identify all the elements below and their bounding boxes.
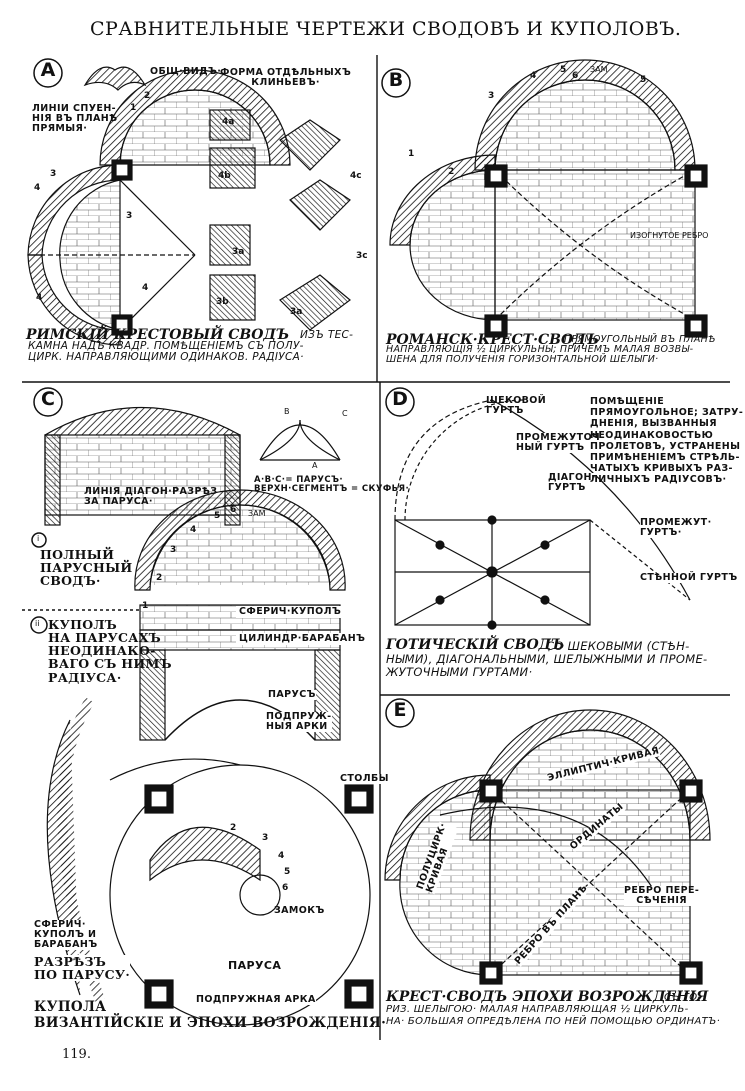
panel-c-pendentive-arch-label: ПОДПРУЖНАЯ АРКА <box>196 994 316 1005</box>
panel-a-stone-label: 3a <box>232 247 245 257</box>
panel-a-stone-label: 4a <box>222 117 235 127</box>
panel-c-pendentives-label: ПАРУСА <box>228 959 282 972</box>
panel-a-stone-label: 3c <box>356 251 368 261</box>
panel-a-number: 4 <box>142 283 149 293</box>
panel-a-stone-label: 3b <box>216 297 229 307</box>
panel-c-roman-i: i <box>37 534 40 543</box>
panel-c-number: 2 <box>230 823 237 833</box>
panel-c-number: 4 <box>190 525 197 535</box>
panel-c-pillars-label: СТОЛБЫ <box>340 773 389 784</box>
panel-b-caption-main: РОМАНСК·КРЕСТ·СВОДЪ <box>386 332 599 348</box>
panel-b-letter: B <box>388 69 404 91</box>
panel-a-number: 3 <box>126 211 133 221</box>
panel-c-caption-main: КУПОЛА ВИЗАНТІЙСКІЕ И ЭПОХИ ВОЗРОЖДЕНІЯ· <box>34 999 387 1031</box>
page-title: СРАВНИТЕЛЬНЫЕ ЧЕРТЕЖИ СВОДОВЪ И КУПОЛОВЪ… <box>90 18 682 40</box>
panel-c-abc-b: B <box>284 407 290 416</box>
panel-d-wall-rib-label: ШЕКОВОЙ ГУРТЪ <box>486 395 547 416</box>
panel-b-drawing <box>389 59 708 338</box>
panel-a-lines-label: ЛИНІИ СПУЕН- НІЯ ВЪ ПЛАНѢ ПРЯМЫЯ· <box>32 103 118 134</box>
panel-a-number: 2 <box>144 91 151 101</box>
panel-b-number: 4 <box>530 71 537 81</box>
panel-c-number: 6 <box>230 505 237 515</box>
panel-c-number: 6 <box>282 883 289 893</box>
panel-e-caption-rest: СЪ ГО- РИЗ. ШЕЛЫГОЮ· МАЛАЯ НАПРАВЛЯЮЩАЯ … <box>386 992 721 1027</box>
panel-b-zam-label: ЗАМ <box>590 65 608 74</box>
panel-b-number: 6 <box>572 71 579 81</box>
panel-a-number: 4 <box>36 293 43 303</box>
panel-a-number: 4 <box>34 183 41 193</box>
panel-a-stones-label: ФОРМА ОТДѢЛЬНЫХЪ КЛИНЬЕВЪ· <box>220 67 352 88</box>
panel-e-caption-main: КРЕСТ·СВОДЪ ЭПОХИ ВОЗРОЖДЕНІЯ <box>386 989 709 1005</box>
panel-c-arch-label: ПОДПРУЖ- НЫЯ АРКИ <box>266 711 332 732</box>
panel-c-roman-ii: ii <box>35 619 40 628</box>
panel-a-drawing <box>27 66 351 346</box>
panel-c-number: 2 <box>156 573 163 583</box>
panel-e-intersection-rib-label: РЕБРО ПЕРЕ- СѢЧЕНІЯ <box>624 885 700 906</box>
panel-dividers <box>22 55 730 1040</box>
panel-c-sail-label: ПАРУСЪ <box>268 689 316 700</box>
panel-c-drawing <box>44 407 374 1026</box>
panel-d-intermediate-rib-label: ПРОМЕЖУТОЧ- НЫЙ ГУРТЪ <box>516 432 605 453</box>
panel-b-caption-rest: ПРЯМОУГОЛЬНЫЙ ВЪ ПЛАНѢ НАПРАВЛЯЮЩІЯ ½ ЦИ… <box>386 334 716 365</box>
panel-c-number: 1 <box>142 601 149 611</box>
panel-d-intermediate-rib-label-2: ПРОМЕЖУТ· ГУРТЪ· <box>640 517 712 538</box>
panel-c-number: 5 <box>214 511 221 521</box>
panel-b-number: 2 <box>448 167 455 177</box>
panel-a-letter: A <box>40 59 56 81</box>
panel-a-number: 3 <box>50 169 57 179</box>
panel-c-section-label: РАЗРѢЗЪ ПО ПАРУСУ· <box>34 954 131 983</box>
panel-d-drawing <box>394 399 691 630</box>
page-number: 119. <box>62 1047 91 1062</box>
panel-c-number: 5 <box>284 867 291 877</box>
panel-c-abc-c: C <box>342 409 348 418</box>
panel-c-diag-label: ЛИНІЯ ДІАГОН·РАЗРѢЗ ЗА ПАРУСА· <box>84 486 218 507</box>
panel-c-zam-label: ЗАМ <box>248 509 266 518</box>
panel-a-caption-main: РИМСКІЙ КРЕСТОВЫЙ СВОДЪ <box>26 327 290 343</box>
panel-b-number: 3 <box>488 91 495 101</box>
panel-c-letter: C <box>41 388 55 410</box>
panel-a-number: 1 <box>130 103 137 113</box>
panel-c-abc-a: A <box>312 461 318 470</box>
panel-a-stone-label: 4c <box>350 171 362 181</box>
panel-c-number: 3 <box>170 545 177 555</box>
panel-a-view-label: ОБЩ·ВИДЪ· <box>150 66 222 77</box>
panel-e-drawing <box>384 709 711 985</box>
panel-e-letter: E <box>393 699 407 721</box>
panel-a-stone-label: 4b <box>218 171 231 181</box>
panel-b-rib-label: ИЗОГНУТОЕ РЕБРО <box>630 231 709 240</box>
panel-letter-circles <box>30 58 415 728</box>
panel-c-sphere-drum-label: СФЕРИЧ· КУПОЛЪ И БАРАБАНЪ <box>34 919 98 950</box>
panel-b-number: 1 <box>408 149 415 159</box>
panel-d-room-description: ПОМѢЩЕНІЕ ПРЯМОУГОЛЬНОЕ; ЗАТРУ- ДНЕНІЯ, … <box>590 396 744 486</box>
panel-c-abc-label: А·В·С·= ПАРУСЪ· ВЕРХН·СЕГМЕНТЪ = СКУФЬЯ· <box>254 475 410 494</box>
panel-c-keystone-label: ЗАМОКЪ <box>274 905 325 916</box>
panel-a-stone-label: 3a <box>290 307 303 317</box>
panel-c-number: 4 <box>278 851 285 861</box>
panel-c-full-vault-label: ПОЛНЫЙ ПАРУСНЫЙ СВОДЪ· <box>40 547 133 589</box>
panel-c-cylinder-label: ЦИЛИНДР·БАРАБАНЪ <box>236 633 369 645</box>
panel-c-number: 3 <box>262 833 269 843</box>
panel-d-wall-arch-label: СТѢННОЙ ГУРТЪ <box>640 572 738 583</box>
panel-d-caption-rest: СО ШЕКОВЫМИ (СТѢН- НЫМИ), ДІАГОНАЛЬНЫМИ,… <box>386 639 708 680</box>
panel-d-diagonal-rib-label: ДІАГОН· ГУРТЪ <box>548 472 596 493</box>
panel-d-letter: D <box>392 388 408 410</box>
panel-a-caption-rest: ИЗЪ ТЕС- КАМНА НАДЪ КВАДР. ПОМѢЩЕНІЕМЪ С… <box>28 329 354 364</box>
panel-c-sphere-label: СФЕРИЧ·КУПОЛЪ <box>236 606 345 618</box>
panel-c-dome-label: КУПОЛЪ НА ПАРУСАХЪ НЕОДИНАКО- ВАГО СЪ НИ… <box>48 617 172 685</box>
panel-d-caption-main: ГОТИЧЕСКІЙ СВОДЪ <box>386 637 565 653</box>
panel-b-number: 5 <box>640 75 647 85</box>
panel-b-number: 5 <box>560 65 567 75</box>
